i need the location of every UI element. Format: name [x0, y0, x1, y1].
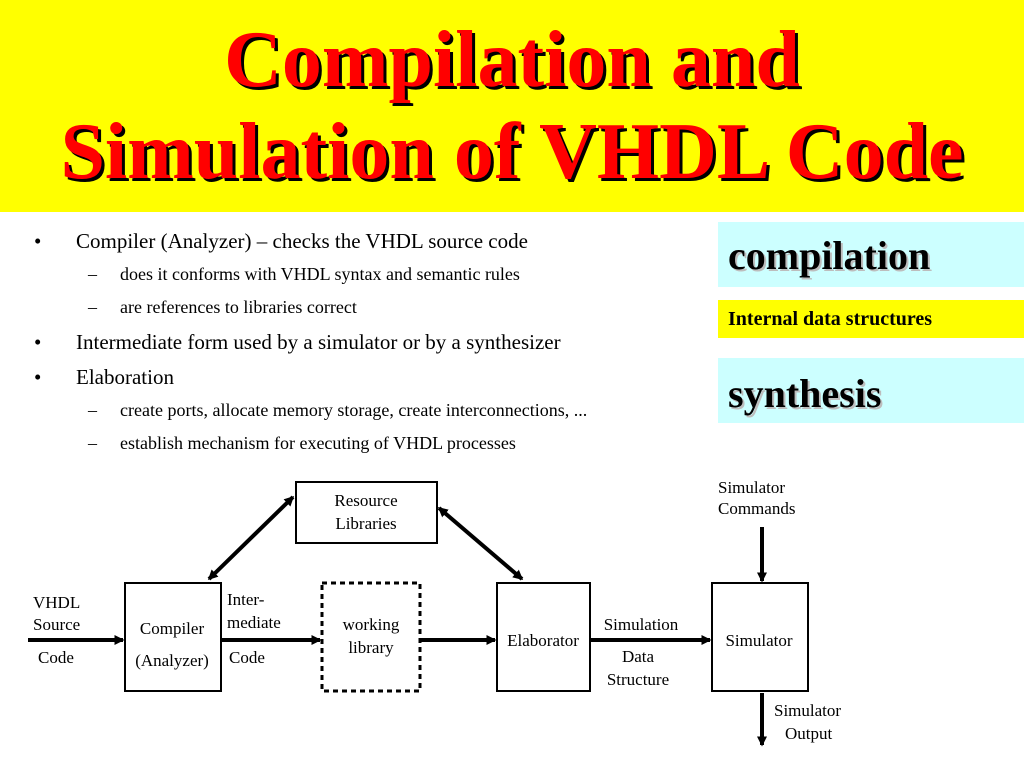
bullet-text: Intermediate form used by a simulator or… — [76, 330, 561, 354]
sub-bullet-text: are references to libraries correct — [120, 297, 357, 317]
simulator-commands-label-line2: Commands — [718, 499, 795, 518]
elaborator-block — [496, 582, 591, 692]
synthesis-box: synthesis — [718, 358, 1024, 423]
structure-label: Structure — [607, 670, 669, 689]
inter-label: Inter- — [227, 590, 265, 609]
slide-title-line1: Compilation and — [224, 16, 800, 104]
analyzer-label: (Analyzer) — [135, 651, 209, 670]
intermediate-code-label: Code — [229, 648, 265, 667]
internal-data-structures-label: Internal data structures — [728, 308, 933, 330]
mediate-label: mediate — [227, 613, 281, 632]
synthesis-label: synthesis — [728, 371, 882, 416]
dash-mark: – — [88, 400, 97, 420]
working-library-block — [320, 581, 422, 693]
bullet-mark: • — [34, 365, 42, 389]
compiler-label: Compiler — [140, 619, 205, 638]
simulator-commands-label-line1: Simulator — [718, 478, 785, 497]
bullet-mark: • — [34, 330, 42, 354]
vhdl-label: VHDL — [33, 593, 80, 612]
source-label: Source — [33, 615, 80, 634]
title-band — [0, 0, 1024, 212]
elaborator-label: Elaborator — [507, 631, 579, 650]
sub-bullet-text: create ports, allocate memory storage, c… — [120, 400, 588, 420]
dash-mark: – — [88, 297, 97, 317]
sub-bullet-item: – does it conforms with VHDL syntax and s… — [30, 263, 730, 285]
simulator-output-label-line1: Simulator — [774, 701, 841, 720]
sub-bullet-text: does it conforms with VHDL syntax and se… — [120, 264, 520, 284]
bullet-list: • Compiler (Analyzer) – checks the VHDL s… — [30, 228, 730, 465]
resource-libraries-block — [295, 481, 438, 544]
sub-bullet-text: establish mechanism for executing of VHD… — [120, 433, 516, 453]
compiler-library-arrow — [207, 495, 295, 581]
library-label: library — [348, 638, 394, 657]
sub-bullet-item: – create ports, allocate memory storage, … — [30, 399, 730, 421]
slide-title: Compilation and Simulation of VHDL Code — [0, 14, 1024, 198]
compiler-block — [124, 582, 222, 692]
code-label: Code — [38, 648, 74, 667]
internal-data-structures-box: Internal data structures — [718, 300, 1024, 338]
resource-libraries-label-line2: Libraries — [335, 514, 396, 533]
elaborator-library-arrow — [437, 506, 524, 581]
sub-bullet-item: – are references to libraries correct — [30, 296, 730, 318]
bullet-text: Elaboration — [76, 365, 174, 389]
sub-bullet-item: – establish mechanism for executing of VH… — [30, 432, 730, 454]
simulator-label: Simulator — [725, 631, 792, 650]
compilation-box: compilation — [718, 222, 1024, 287]
working-label: working — [343, 615, 400, 634]
simulation-label: Simulation — [604, 615, 679, 634]
dash-mark: – — [88, 433, 97, 453]
bullet-mark: • — [34, 229, 42, 253]
bullet-text: Compiler (Analyzer) – checks the VHDL so… — [76, 229, 528, 253]
bullet-item: • Compiler (Analyzer) – checks the VHDL s… — [30, 228, 730, 254]
bullet-item: • Intermediate form used by a simulator o… — [30, 329, 730, 355]
simulator-block — [711, 582, 809, 692]
slide-title-line2: Simulation of VHDL Code — [60, 108, 964, 196]
simulator-output-label-line2: Output — [785, 724, 833, 743]
compilation-label: compilation — [728, 233, 931, 278]
dash-mark: – — [88, 264, 97, 284]
resource-libraries-label-line1: Resource — [334, 491, 397, 510]
data-label: Data — [622, 647, 655, 666]
bullet-item: • Elaboration — [30, 364, 730, 390]
